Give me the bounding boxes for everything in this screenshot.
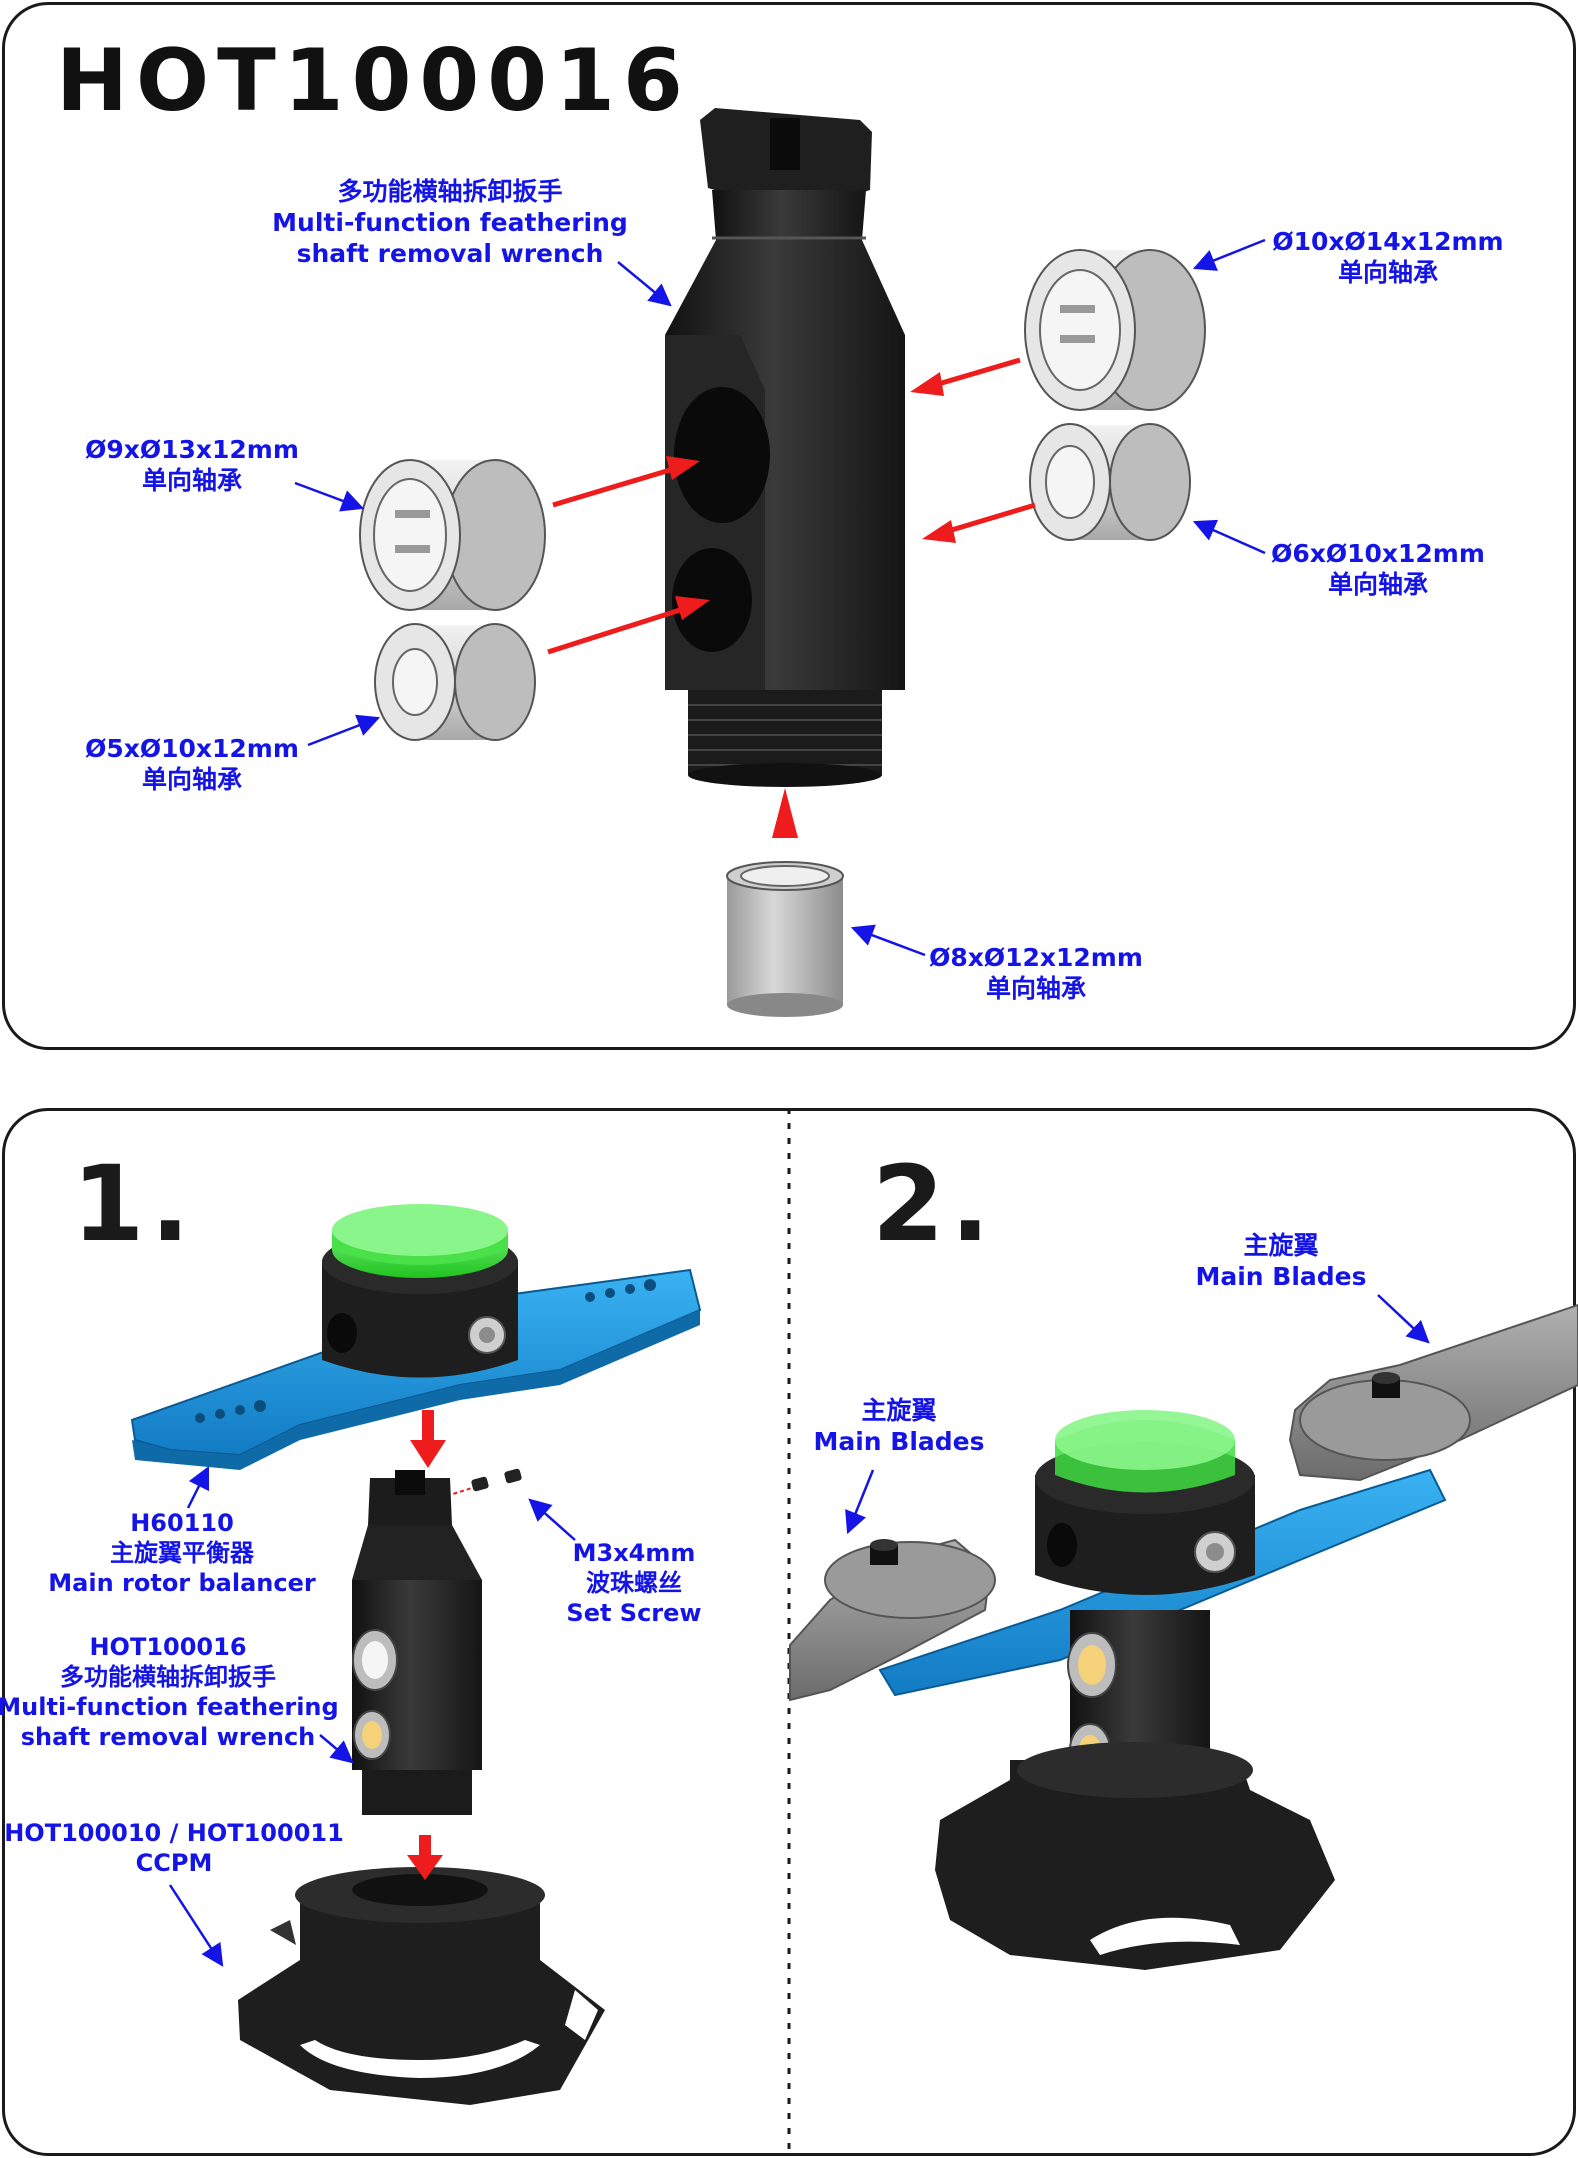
balancer-code: H60110: [130, 1509, 234, 1537]
wrench-en2: shaft removal wrench: [20, 1723, 316, 1751]
bearing-cn: 单向轴承: [1337, 258, 1439, 287]
step-2-number: 2.: [872, 1143, 996, 1265]
blades-right-label: 主旋翼 Main Blades: [1195, 1230, 1366, 1292]
set-screws: [439, 1468, 522, 1499]
bearing-label-5x10: Ø5xØ10x12mm 单向轴承: [85, 733, 299, 795]
blades-left-label: 主旋翼 Main Blades: [813, 1395, 984, 1457]
page-title: HOT100016: [56, 31, 691, 131]
step2-assembly: [789, 1303, 1578, 1970]
wrench-label-en1: Multi-function feathering: [272, 208, 628, 237]
bearing-8x12: [726, 861, 844, 1017]
screw-cn: 波珠螺丝: [586, 1569, 682, 1597]
wrench-en1: Multi-function feathering: [0, 1693, 339, 1721]
bearing-size: Ø8xØ12x12mm: [929, 943, 1143, 972]
bearing-cn: 单向轴承: [141, 466, 242, 495]
bearing-9x13: [359, 459, 546, 611]
leader-lines-step1: [168, 1465, 576, 1967]
bearing-label-6x10: Ø6xØ10x12mm 单向轴承: [1271, 538, 1485, 600]
step-1-number: 1.: [72, 1143, 196, 1265]
bearing-size: Ø9xØ13x12mm: [85, 435, 299, 464]
bearing-cn: 单向轴承: [985, 974, 1086, 1003]
bearing-label-8x12: Ø8xØ12x12mm 单向轴承: [929, 942, 1143, 1004]
ccpm-drawing: [238, 1867, 605, 2105]
wrench-drawing: [665, 108, 905, 787]
red-arrows-top: [547, 357, 1036, 838]
red-arrows-step1: [407, 1410, 446, 1880]
wrench-label-en2: shaft removal wrench: [296, 239, 604, 268]
balancer-en: Main rotor balancer: [48, 1569, 316, 1597]
screw-en: Set Screw: [566, 1599, 702, 1627]
ccpm-code: HOT100010 / HOT100011: [4, 1819, 344, 1847]
balancer-drawing: [130, 1204, 702, 1470]
bearing-size: Ø6xØ10x12mm: [1271, 539, 1485, 568]
wrench-label: 多功能横轴拆卸扳手 Multi-function feathering shaf…: [272, 176, 628, 269]
bearing-6x10: [1029, 423, 1191, 541]
wrench-cn: 多功能横轴拆卸扳手: [60, 1663, 276, 1691]
blades-en: Main Blades: [813, 1427, 985, 1456]
bearing-10x14: [1024, 249, 1206, 411]
bearing-size: Ø5xØ10x12mm: [85, 734, 299, 763]
screw-size: M3x4mm: [572, 1539, 696, 1567]
bearing-label-9x13: Ø9xØ13x12mm 单向轴承: [85, 434, 299, 496]
ccpm-en: CCPM: [135, 1849, 213, 1877]
balancer-cn: 主旋翼平衡器: [109, 1539, 254, 1567]
blades-cn: 主旋翼: [1243, 1231, 1319, 1260]
wrench-step1: [352, 1470, 482, 1815]
bearing-cn: 单向轴承: [1327, 570, 1428, 599]
bearing-size: Ø10xØ14x12mm: [1272, 227, 1504, 256]
wrench-step1-label: HOT100016 多功能横轴拆卸扳手 Multi-function feath…: [0, 1632, 339, 1752]
blades-en: Main Blades: [1195, 1262, 1367, 1291]
bearing-5x10: [374, 623, 536, 741]
balancer-label: H60110 主旋翼平衡器 Main rotor balancer: [48, 1508, 315, 1598]
wrench-label-cn: 多功能横轴拆卸扳手: [337, 177, 563, 206]
bearing-label-10x14: Ø10xØ14x12mm 单向轴承: [1272, 226, 1503, 288]
ccpm-label: HOT100010 / HOT100011 CCPM: [4, 1818, 344, 1878]
screw-label: M3x4mm 波珠螺丝 Set Screw: [566, 1538, 701, 1628]
leader-lines-top: [294, 238, 1266, 957]
wrench-code: HOT100016: [89, 1633, 247, 1661]
bearing-cn: 单向轴承: [141, 765, 242, 794]
blades-cn: 主旋翼: [861, 1396, 937, 1425]
leader-lines-step2: [845, 1294, 1430, 1535]
